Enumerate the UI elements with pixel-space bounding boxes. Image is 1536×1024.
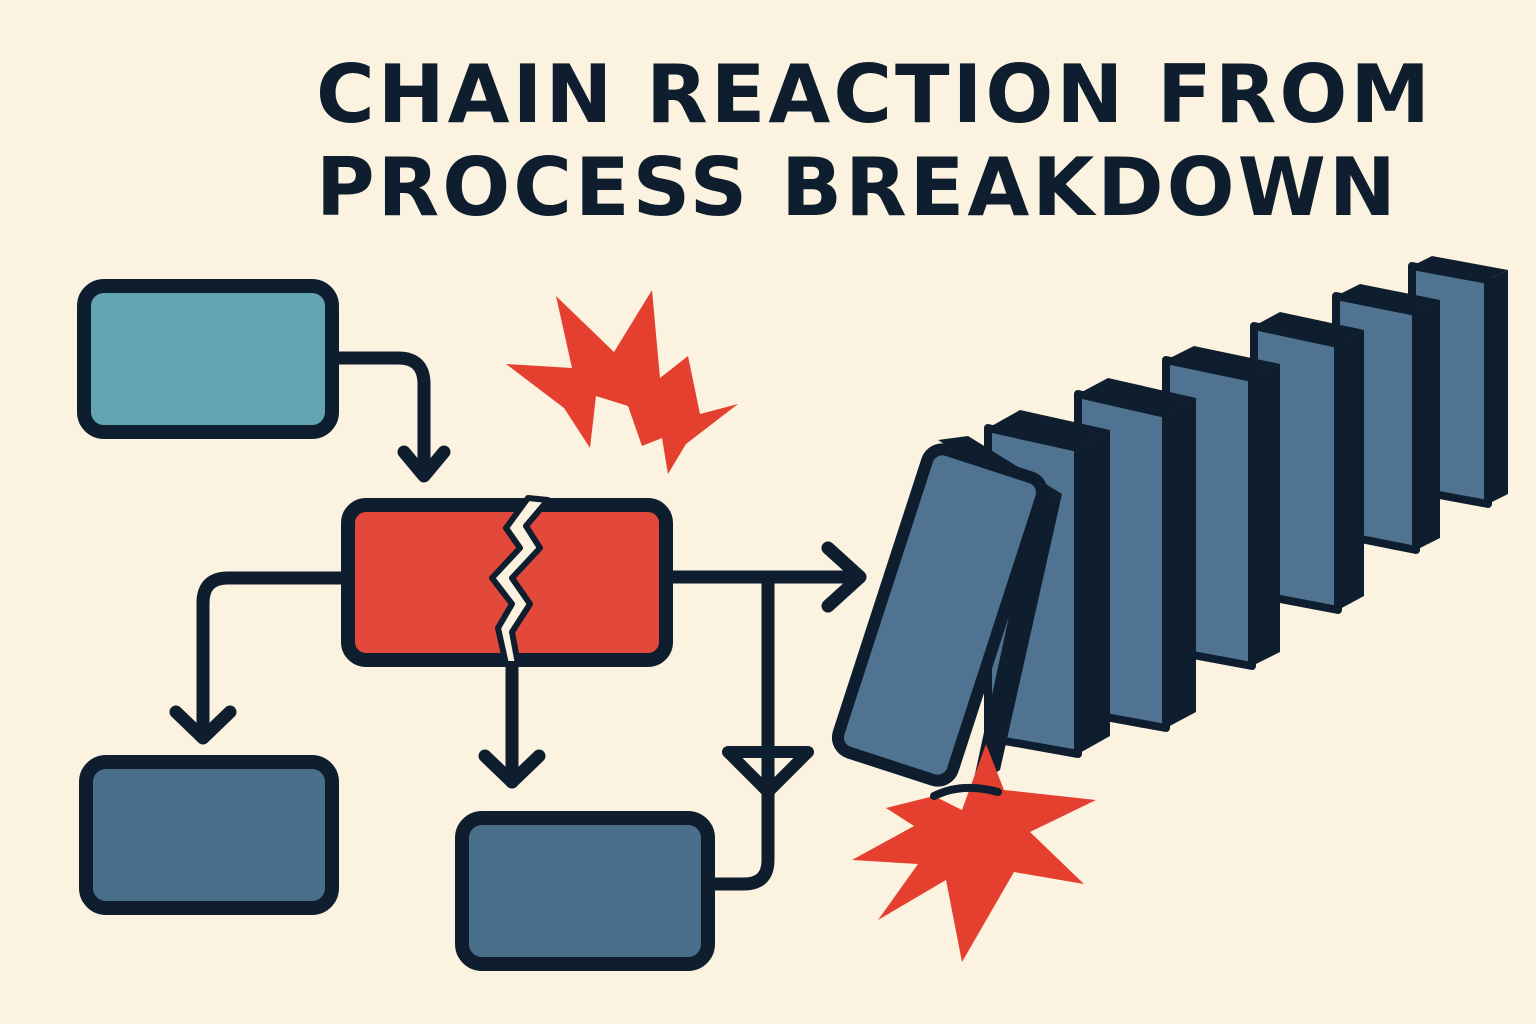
connector-broken-to-bottom-left — [196, 571, 355, 741]
process-box-bottom-middle — [455, 811, 715, 971]
domino-row — [831, 256, 1508, 788]
arrow-head-icon — [397, 445, 451, 483]
connector-loop-to-bottom-middle — [701, 570, 775, 891]
connectors — [169, 351, 867, 891]
connector-top-to-broken — [325, 351, 431, 479]
arrow-head-icon — [821, 541, 867, 613]
crack-line-icon — [489, 495, 551, 667]
arrow-head-icon — [478, 749, 546, 789]
process-box-start — [77, 279, 339, 439]
process-box-bottom-left — [79, 755, 339, 915]
title-line-1: CHAIN REACTION FROM — [316, 48, 1433, 141]
domino-falling — [831, 436, 1062, 788]
explosion-burst-icon — [506, 290, 738, 474]
arrow-head-icon — [169, 705, 237, 745]
explosion-burst-icon — [852, 744, 1096, 962]
title-line-2: PROCESS BREAKDOWN — [316, 141, 1399, 234]
impact-line — [930, 783, 1002, 800]
arrow-head-icon — [722, 746, 814, 798]
